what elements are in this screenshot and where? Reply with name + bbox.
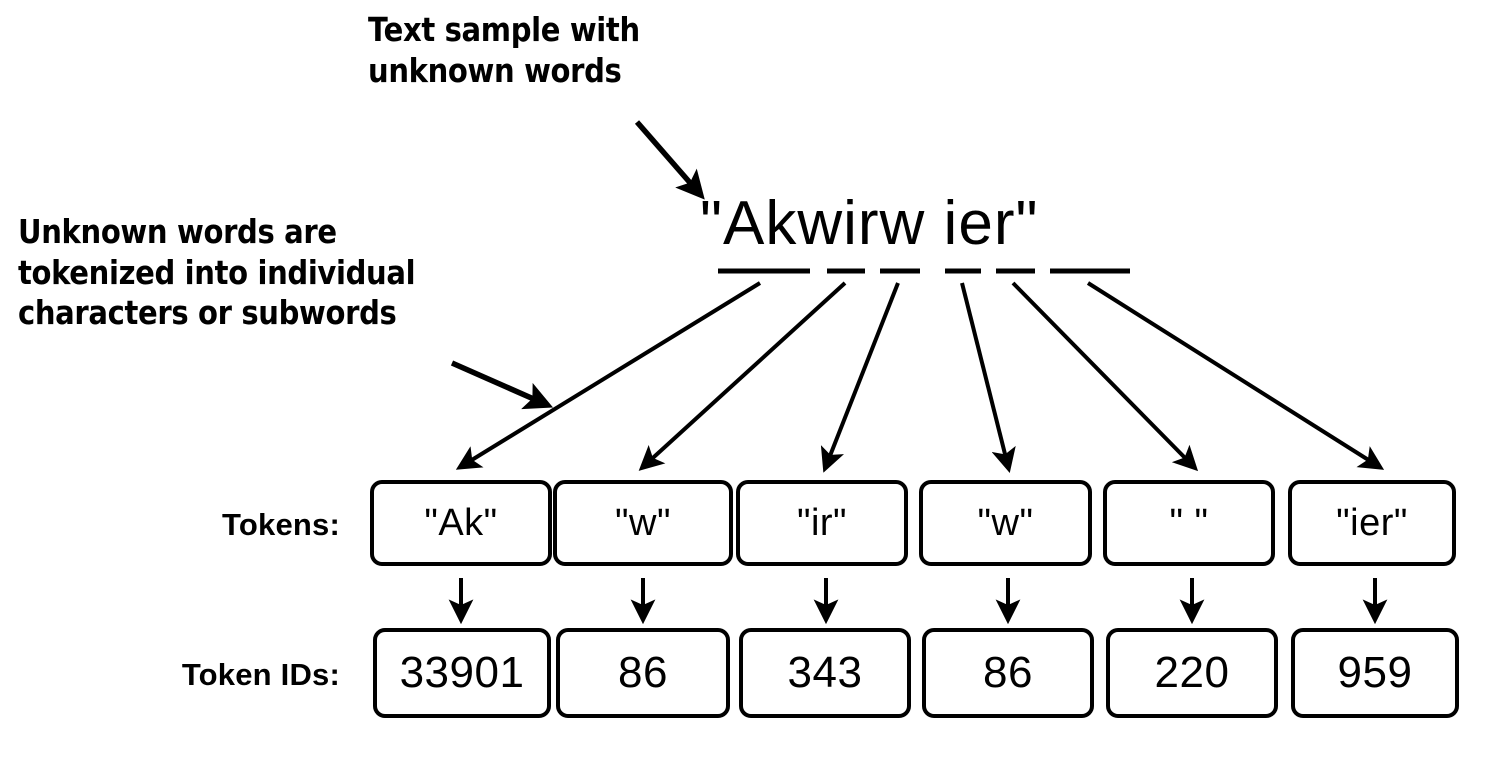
- callout-arrow-top: [634, 120, 705, 200]
- token-id-box[interactable]: 33901: [373, 628, 551, 718]
- token-id-box[interactable]: 959: [1291, 628, 1459, 718]
- token-box[interactable]: "ir": [736, 480, 908, 566]
- row-label-token-ids: Token IDs:: [181, 657, 340, 692]
- callout-arrow-left: [450, 360, 554, 410]
- token-box[interactable]: "Ak": [370, 480, 552, 566]
- annotation-text-sample: Text sample with unknown words: [368, 10, 640, 90]
- fanout-arrow-3: [820, 282, 900, 473]
- token-box[interactable]: "w": [553, 480, 733, 566]
- token-id-box[interactable]: 343: [739, 628, 911, 718]
- annotation-unknown-words: Unknown words are tokenized into individ…: [18, 212, 416, 333]
- row-label-tokens: Tokens:: [222, 507, 340, 542]
- token-to-id-arrows: [448, 578, 1388, 625]
- fanout-arrows: [455, 281, 1385, 473]
- token-box[interactable]: " ": [1103, 480, 1275, 566]
- fanout-arrow-2: [638, 281, 847, 471]
- fanout-arrow-4: [960, 282, 1016, 473]
- token-id-box[interactable]: 220: [1106, 628, 1278, 718]
- token-id-box[interactable]: 86: [922, 628, 1094, 718]
- sample-text: "Akwirw ier": [700, 189, 1039, 258]
- fanout-arrow-5: [1011, 281, 1199, 472]
- token-box[interactable]: "ier": [1288, 480, 1456, 566]
- token-box[interactable]: "w": [919, 480, 1092, 566]
- fanout-arrow-6: [1086, 281, 1385, 470]
- fanout-arrow-1: [455, 281, 762, 470]
- token-id-box[interactable]: 86: [556, 628, 730, 718]
